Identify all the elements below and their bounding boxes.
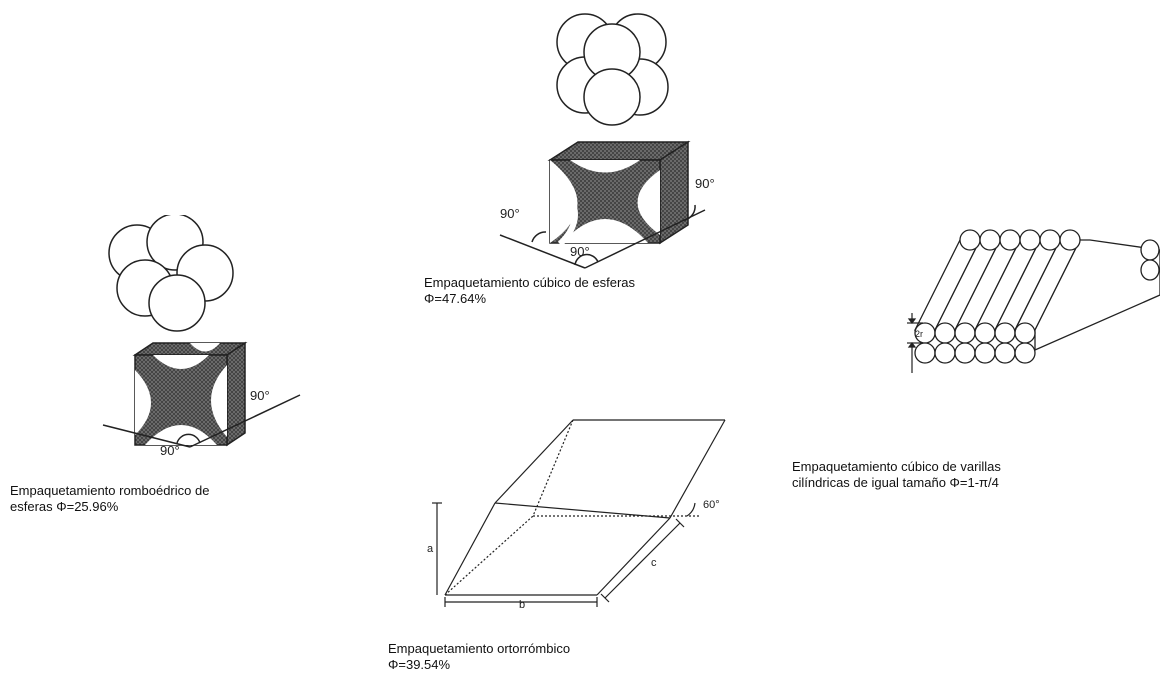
orthorhombic-label-a: a [427, 543, 434, 555]
cubic-packing-figure: 90° 90° 90° [499, 13, 715, 269]
cubic-cell-cube [547, 140, 691, 247]
orthorhombic-caption: Empaquetamiento ortorrómbico Φ=39.54% [388, 641, 570, 673]
rods-dimension-marker [907, 313, 923, 373]
cubic-caption-line1: Empaquetamiento cúbico de esferas [424, 275, 636, 290]
orthorhombic-dim-c [600, 518, 685, 603]
rods-packing-figure: 2r [907, 229, 1160, 373]
orthorhombic-label-c: c [651, 557, 657, 569]
rhombohedral-cell-cube [132, 341, 248, 447]
cubic-angle-left: 90° [500, 206, 520, 221]
orthorhombic-packing-figure: a b c 60° [427, 419, 726, 611]
rods-caption-line1: Empaquetamiento cúbico de varillas [792, 459, 1001, 474]
orthorhombic-caption-line2: Φ=39.54% [388, 657, 451, 672]
cubic-axes [499, 204, 706, 269]
orthorhombic-caption-line1: Empaquetamiento ortorrómbico [388, 641, 571, 656]
rhombohedral-angle-bottom: 90° [160, 443, 180, 458]
orthorhombic-dim-a [432, 502, 442, 595]
rods-caption: Empaquetamiento cúbico de varillas cilín… [792, 459, 1001, 491]
rods-caption-line2: cilíndricas de igual tamaño Φ=1-π/4 [792, 475, 999, 490]
rods-dimension-label: 2r [915, 329, 923, 339]
orthorhombic-angle-label: 60° [703, 499, 720, 511]
rhombohedral-spheres [108, 215, 234, 332]
rhombohedral-caption-line2: esferas Φ=25.96% [10, 499, 119, 514]
cubic-caption: Empaquetamiento cúbico de esferas Φ=47.6… [424, 275, 635, 307]
rhombohedral-caption: Empaquetamiento romboédrico de esferas Φ… [10, 483, 209, 515]
cubic-spheres [556, 13, 669, 126]
rhombohedral-angle-right: 90° [250, 388, 270, 403]
rhombohedral-axes [102, 394, 301, 448]
cubic-angle-bottom: 90° [570, 244, 590, 259]
orthorhombic-angle-arc [686, 502, 696, 517]
cubic-caption-line2: Φ=47.64% [424, 291, 487, 306]
orthorhombic-dim-b [444, 597, 598, 607]
rods-bundle [913, 229, 1160, 364]
cubic-angle-right: 90° [695, 176, 715, 191]
rhombohedral-packing-figure: 90° 90° [102, 215, 301, 458]
orthorhombic-prism [444, 419, 726, 596]
rhombohedral-caption-line1: Empaquetamiento romboédrico de [10, 483, 210, 498]
orthorhombic-label-b: b [519, 599, 525, 611]
